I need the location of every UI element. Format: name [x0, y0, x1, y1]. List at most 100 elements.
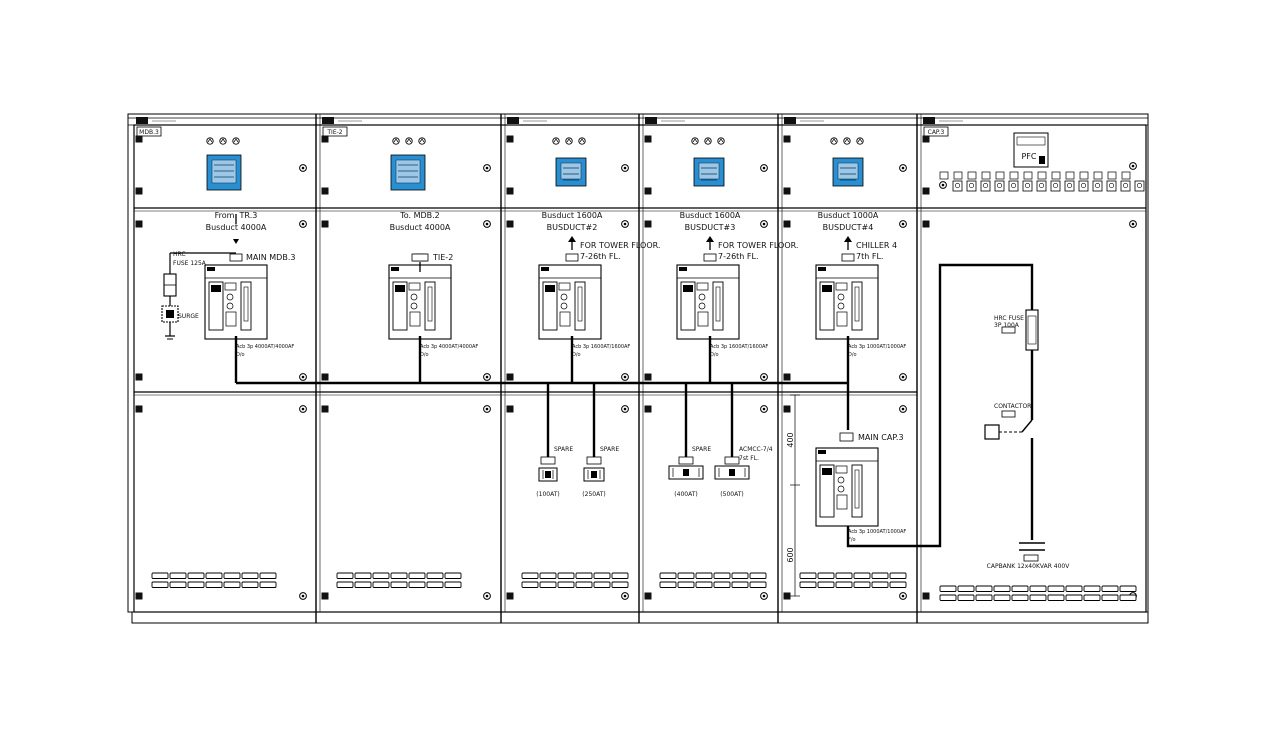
logo-badge [923, 117, 935, 124]
panel-screw [899, 220, 907, 228]
busduct-rating: Busduct 1000A [818, 211, 879, 220]
mccb-toggle [729, 469, 735, 476]
vent-louver [799, 572, 817, 588]
pfc-selector [939, 181, 947, 189]
vent-louver [444, 572, 462, 588]
logo-text: BSI [646, 119, 655, 125]
acmcc-feeder-floor: 7st FL. [739, 455, 759, 462]
step-lamp-label [1051, 171, 1061, 180]
vent-louver [611, 572, 629, 588]
step-switch [1022, 180, 1033, 192]
name-plate [703, 253, 717, 262]
surge-arrester-core [166, 310, 174, 318]
name-plate [678, 456, 694, 465]
step-switch [1064, 180, 1075, 192]
panel-screw [1129, 220, 1137, 228]
door-hinge [644, 187, 652, 195]
door-hinge [135, 373, 143, 381]
door-hinge [506, 373, 514, 381]
indicator-lamp [219, 137, 227, 145]
air-circuit-breaker-tag [391, 267, 399, 271]
vent-louver [939, 585, 957, 601]
indicator-lamp [392, 137, 400, 145]
breaker-draw: D/o [572, 352, 581, 358]
door-hinge [135, 405, 143, 413]
busduct-rating: Busduct 1600A [680, 211, 741, 220]
feeder-rating: (250AT) [582, 491, 605, 498]
indicator-lamp [206, 137, 214, 145]
door-hinge [644, 592, 652, 600]
breaker-draw: D/o [420, 352, 429, 358]
pfc-led [1039, 156, 1045, 164]
step-switch-knob [1137, 183, 1143, 189]
door-hinge [783, 220, 791, 228]
door-hinge [644, 373, 652, 381]
vent-louver [151, 572, 169, 588]
pfc-display [1016, 136, 1046, 146]
door-hinge [783, 592, 791, 600]
vent-louver [1011, 585, 1029, 601]
air-circuit-breaker-handle [819, 281, 835, 331]
indicator-lamp [405, 137, 413, 145]
door-hinge [922, 135, 930, 143]
vent-louver [853, 572, 871, 588]
step-lamp-label [1107, 171, 1117, 180]
height-dimension: 600 [786, 547, 795, 562]
breaker-rating: Acb 3p 1600AT/1600AF [572, 344, 630, 350]
pfc-label: PFC [1021, 152, 1036, 161]
vent-louver [993, 585, 1011, 601]
acmcc-feeder-label: ACMCC-7/4 [739, 446, 773, 453]
name-plate [1001, 326, 1016, 334]
step-switch-knob [1081, 183, 1087, 189]
air-circuit-breaker-handle [392, 281, 408, 331]
vent-louver [593, 572, 611, 588]
busduct-name: BUSDUCT#3 [685, 223, 736, 232]
air-circuit-breaker-handle [542, 281, 558, 331]
air-circuit-breaker-button [696, 282, 709, 291]
indicator-lamp [843, 137, 851, 145]
panel-screw [899, 373, 907, 381]
indicator-lamp [578, 137, 586, 145]
breaker-name: MAIN MDB.3 [246, 253, 295, 262]
door-hinge [506, 135, 514, 143]
panel-screw [621, 592, 629, 600]
air-circuit-breaker-button [835, 282, 848, 291]
mccb-toggle [591, 471, 597, 478]
panel-screw [483, 405, 491, 413]
spare-feeder-label: SPARE [600, 446, 619, 453]
air-circuit-breaker-rack-slot [243, 286, 249, 322]
door-hinge [135, 220, 143, 228]
air-circuit-breaker-knob [837, 302, 845, 310]
air-circuit-breaker-knob [226, 302, 234, 310]
air-circuit-breaker-tag [541, 267, 549, 271]
step-switch-knob [954, 183, 960, 189]
vent-louver [575, 572, 593, 588]
step-lamp-label [1023, 171, 1033, 180]
panel-screw [899, 592, 907, 600]
logo-text: BSI [323, 119, 332, 125]
panel-tag: CAP.3 [928, 129, 945, 136]
vent-louver [408, 572, 426, 588]
air-circuit-breaker-trip [697, 311, 709, 327]
air-circuit-breaker-knob [837, 485, 845, 493]
vent-louver [731, 572, 749, 588]
air-circuit-breaker-knob [560, 293, 568, 301]
step-switch [1120, 180, 1131, 192]
vent-louver [354, 572, 372, 588]
door-hinge [506, 592, 514, 600]
busduct-name: BUSDUCT#2 [547, 223, 598, 232]
power-meter-screen [395, 159, 421, 184]
name-plate [724, 456, 740, 465]
feeder-destination: CHILLER 4 [856, 241, 897, 250]
vent-louver [187, 572, 205, 588]
feeder-floor: 7th FL. [856, 252, 883, 261]
step-lamp-label [1079, 171, 1089, 180]
vent-louver [749, 572, 767, 588]
vent-louver [223, 572, 241, 588]
door-hinge [783, 187, 791, 195]
logo-badge [322, 117, 334, 124]
step-switch [1036, 180, 1047, 192]
name-plate [565, 253, 579, 262]
panel-screw [760, 164, 768, 172]
door-hinge [321, 135, 329, 143]
